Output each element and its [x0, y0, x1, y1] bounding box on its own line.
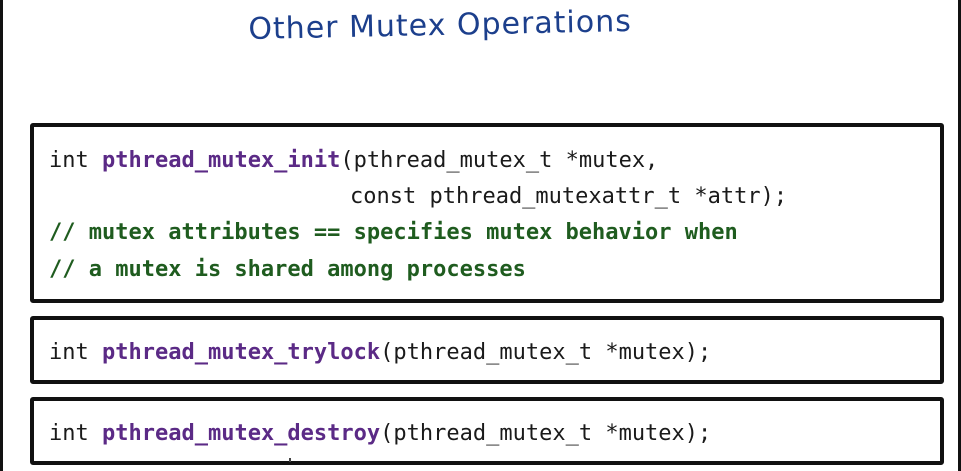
code-comment-line-2: // a mutex is shared among processes [49, 257, 526, 282]
return-type: int [49, 148, 89, 173]
function-name: pthread_mutex_init [102, 148, 341, 173]
pen-mark [289, 458, 291, 462]
code-comment-line-1: // mutex attributes == specifies mutex b… [49, 220, 738, 245]
function-params: (pthread_mutex_t *mutex, [340, 148, 659, 173]
slide-frame-right [958, 0, 961, 471]
slide-frame-left [0, 0, 3, 471]
code-block-mutex-destroy: int pthread_mutex_destroy(pthread_mutex_… [30, 397, 944, 465]
code-line-init-params-continued: const pthread_mutexattr_t *attr); [350, 184, 788, 209]
return-type: int [49, 421, 89, 446]
function-params: (pthread_mutex_t *mutex); [380, 421, 712, 446]
slide-title: Other Mutex Operations [248, 3, 633, 47]
function-name: pthread_mutex_destroy [102, 421, 381, 446]
code-block-mutex-init: int pthread_mutex_init(pthread_mutex_t *… [30, 123, 944, 303]
code-line-destroy-signature: int pthread_mutex_destroy(pthread_mutex_… [49, 421, 711, 447]
function-params: (pthread_mutex_t *mutex); [380, 340, 712, 365]
function-name: pthread_mutex_trylock [102, 340, 381, 365]
code-line-trylock-signature: int pthread_mutex_trylock(pthread_mutex_… [49, 340, 711, 366]
code-line-init-signature: int pthread_mutex_init(pthread_mutex_t *… [49, 148, 658, 174]
code-block-mutex-trylock: int pthread_mutex_trylock(pthread_mutex_… [30, 316, 944, 384]
return-type: int [49, 340, 89, 365]
